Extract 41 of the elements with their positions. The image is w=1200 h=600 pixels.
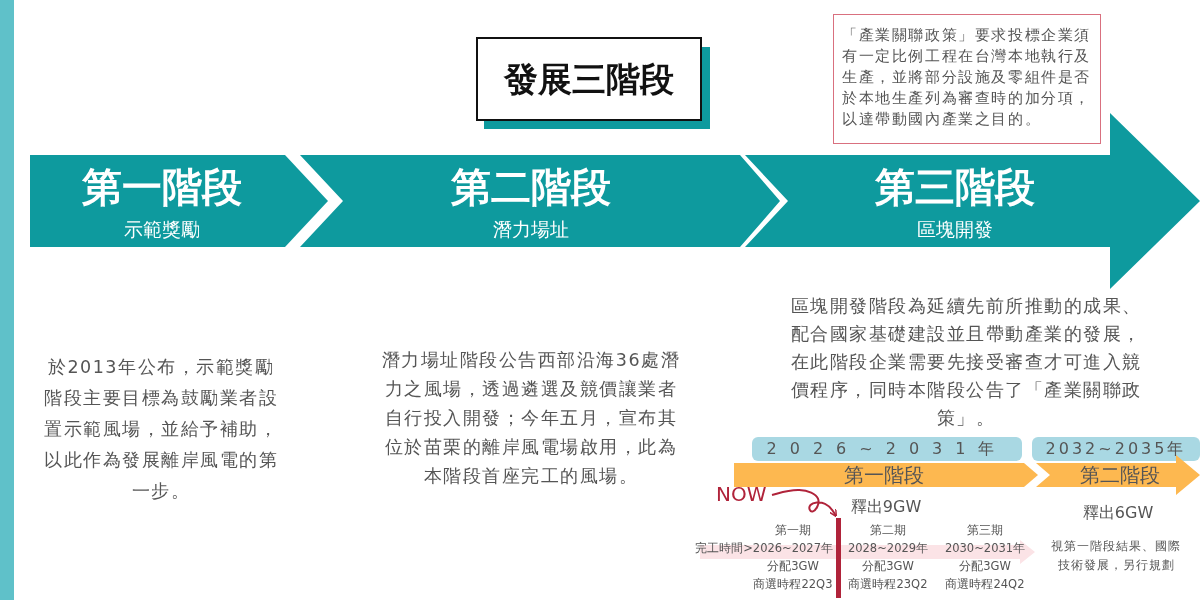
phase-banner — [1036, 455, 1200, 495]
schedule-text: 商選時程23Q2 — [847, 576, 929, 593]
description-text: 區塊開發階段為延續先前所推動的成果、配合國家基礎建設並且帶動產業的發展，在此階段企業需要先接受審查才可進入競價程序，同時本階段公告了「產業關聯政策」。 — [790, 295, 1142, 430]
schedule-text: 商選時程22Q3 — [752, 576, 834, 593]
description-text: 於2013年公布，示範獎勵階段主要目標為鼓勵業者設置示範風場，並給予補助，以此作為發展離岸風電的第一步。 — [43, 356, 279, 503]
period-title: 第一期 — [774, 522, 812, 539]
plan-note: 視第一階段結果、國際技術發展，另行規劃 — [1050, 538, 1182, 574]
stage-banner — [745, 113, 1200, 290]
stage-heading: 第二階段 — [450, 163, 612, 212]
period-title: 第三期 — [966, 522, 1004, 539]
year-band — [1032, 437, 1200, 461]
allocation-text: 分配3GW — [861, 558, 915, 575]
stage-heading: 第三階段 — [874, 163, 1036, 212]
year-band — [752, 437, 1022, 461]
phase-label: 第二階段 — [1079, 462, 1161, 488]
completion-text: 2030~2031年 — [943, 540, 1027, 557]
completion-text: 完工時間>2026~2027年 — [694, 540, 833, 557]
schedule-text: 商選時程24Q2 — [944, 576, 1026, 593]
year-text: 2026~2031年 — [765, 438, 1009, 460]
title-text: 發展三階段 — [502, 58, 675, 101]
phase-banner — [734, 461, 1038, 489]
year-text: 2032~2035年 — [1044, 438, 1188, 460]
allocation-text: 分配3GW — [958, 558, 1012, 575]
curved-arrow — [771, 489, 838, 518]
now-label: NOW — [716, 482, 767, 506]
stage-subtitle: 區塊開發 — [916, 217, 994, 241]
title-box — [476, 37, 702, 121]
stage-heading: 第一階段 — [81, 163, 243, 212]
phase-label: 第一階段 — [843, 462, 925, 488]
stage-subtitle: 示範獎勵 — [123, 217, 201, 241]
completion-text: 2028~2029年 — [846, 540, 930, 557]
release-caption: 釋出6GW — [1081, 503, 1155, 524]
period-title: 第二期 — [869, 522, 907, 539]
allocation-text: 分配3GW — [766, 558, 820, 575]
note-box — [833, 14, 1101, 144]
stage-banner — [30, 155, 330, 247]
release-caption: 釋出9GW — [849, 497, 923, 518]
note-text: 「產業關聯政策」要求投標企業須有一定比例工程在台灣本地執行及生產，並將部分設施及零組件是否於本地生產列為審查時的加分項，以達帶動國內產業之目的。 — [842, 26, 1092, 129]
description-text: 潛力場址階段公告西部沿海36處潛力之風場，透過遴選及競價讓業者自行投入開發；今年五月，宣布其位於苗栗的離岸風電場啟用，此為本階段首座完工的風場。 — [380, 349, 682, 488]
stage-subtitle: 潛力場址 — [492, 217, 570, 241]
stage-banner — [300, 155, 780, 247]
